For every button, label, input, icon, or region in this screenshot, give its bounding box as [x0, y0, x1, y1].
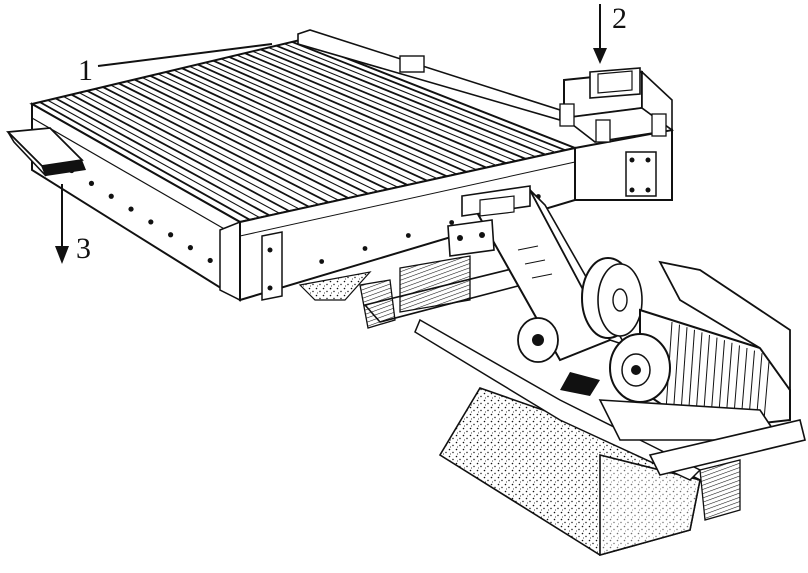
riffle-line — [79, 92, 300, 210]
riffle-line — [70, 93, 290, 212]
riffle-line — [212, 59, 467, 173]
riffle-line — [205, 62, 457, 175]
bolt — [128, 206, 134, 212]
riffle-line — [86, 90, 310, 208]
riffle-line — [110, 84, 339, 201]
riffle-line — [142, 77, 379, 193]
base-rail — [648, 419, 806, 521]
callout-1: 1 — [78, 43, 273, 87]
riffle-line — [165, 71, 408, 186]
callout-2: 2 — [593, 2, 627, 64]
motor-fin — [673, 324, 680, 412]
callout-1-label: 1 — [78, 54, 93, 87]
riffle-line — [134, 78, 369, 195]
motor-fin — [725, 342, 733, 420]
riffle-line — [102, 86, 330, 204]
riffle-line — [47, 99, 260, 219]
riffle-line — [157, 73, 398, 188]
riffle-line — [291, 41, 566, 152]
callout-2-label: 2 — [612, 2, 627, 35]
motor-fin — [763, 355, 770, 426]
concrete-foundation — [298, 271, 701, 557]
riffle-line — [268, 47, 536, 158]
bolt — [108, 193, 114, 199]
deck-head-frame — [239, 128, 673, 302]
riffle-line — [220, 58, 477, 171]
electric-motor — [517, 260, 791, 441]
riffle-line — [149, 74, 389, 191]
riffle-line — [276, 44, 546, 156]
riffle-line — [260, 48, 527, 160]
callout-3: 3 — [55, 184, 91, 265]
feed-box — [559, 67, 675, 143]
riffle-line — [63, 95, 280, 214]
callout-3-label: 3 — [76, 232, 91, 265]
riffle-line — [181, 67, 428, 182]
riffle-line — [284, 43, 556, 153]
riffle-line — [197, 63, 448, 178]
table-deck — [29, 38, 579, 224]
pulley-wheel — [581, 257, 643, 339]
riffle-line — [189, 65, 438, 179]
bolt — [319, 259, 325, 264]
bolt — [405, 233, 411, 238]
riffle-line — [126, 80, 359, 197]
bolt — [362, 246, 368, 251]
riffle-line — [118, 82, 349, 199]
riffle-line — [94, 88, 320, 206]
motor-fin — [688, 329, 695, 414]
riffle-line — [252, 50, 517, 162]
riffle-line — [236, 54, 497, 166]
bolt — [187, 245, 193, 251]
bolt — [168, 232, 174, 238]
riffle-line — [244, 52, 507, 165]
motor-fin — [718, 340, 725, 419]
bolt — [88, 180, 95, 186]
bolt — [207, 257, 213, 264]
riffle-line — [55, 97, 270, 217]
motor-fin — [710, 337, 718, 418]
motor-fin — [680, 327, 688, 413]
riffle-line — [228, 56, 487, 169]
riffle-line — [173, 69, 418, 184]
discharge-launder — [6, 127, 86, 177]
motor-fin — [695, 332, 703, 415]
bolt — [449, 220, 455, 225]
riffle-line — [39, 101, 251, 221]
motor-fin — [703, 334, 710, 417]
bolt — [148, 219, 154, 225]
